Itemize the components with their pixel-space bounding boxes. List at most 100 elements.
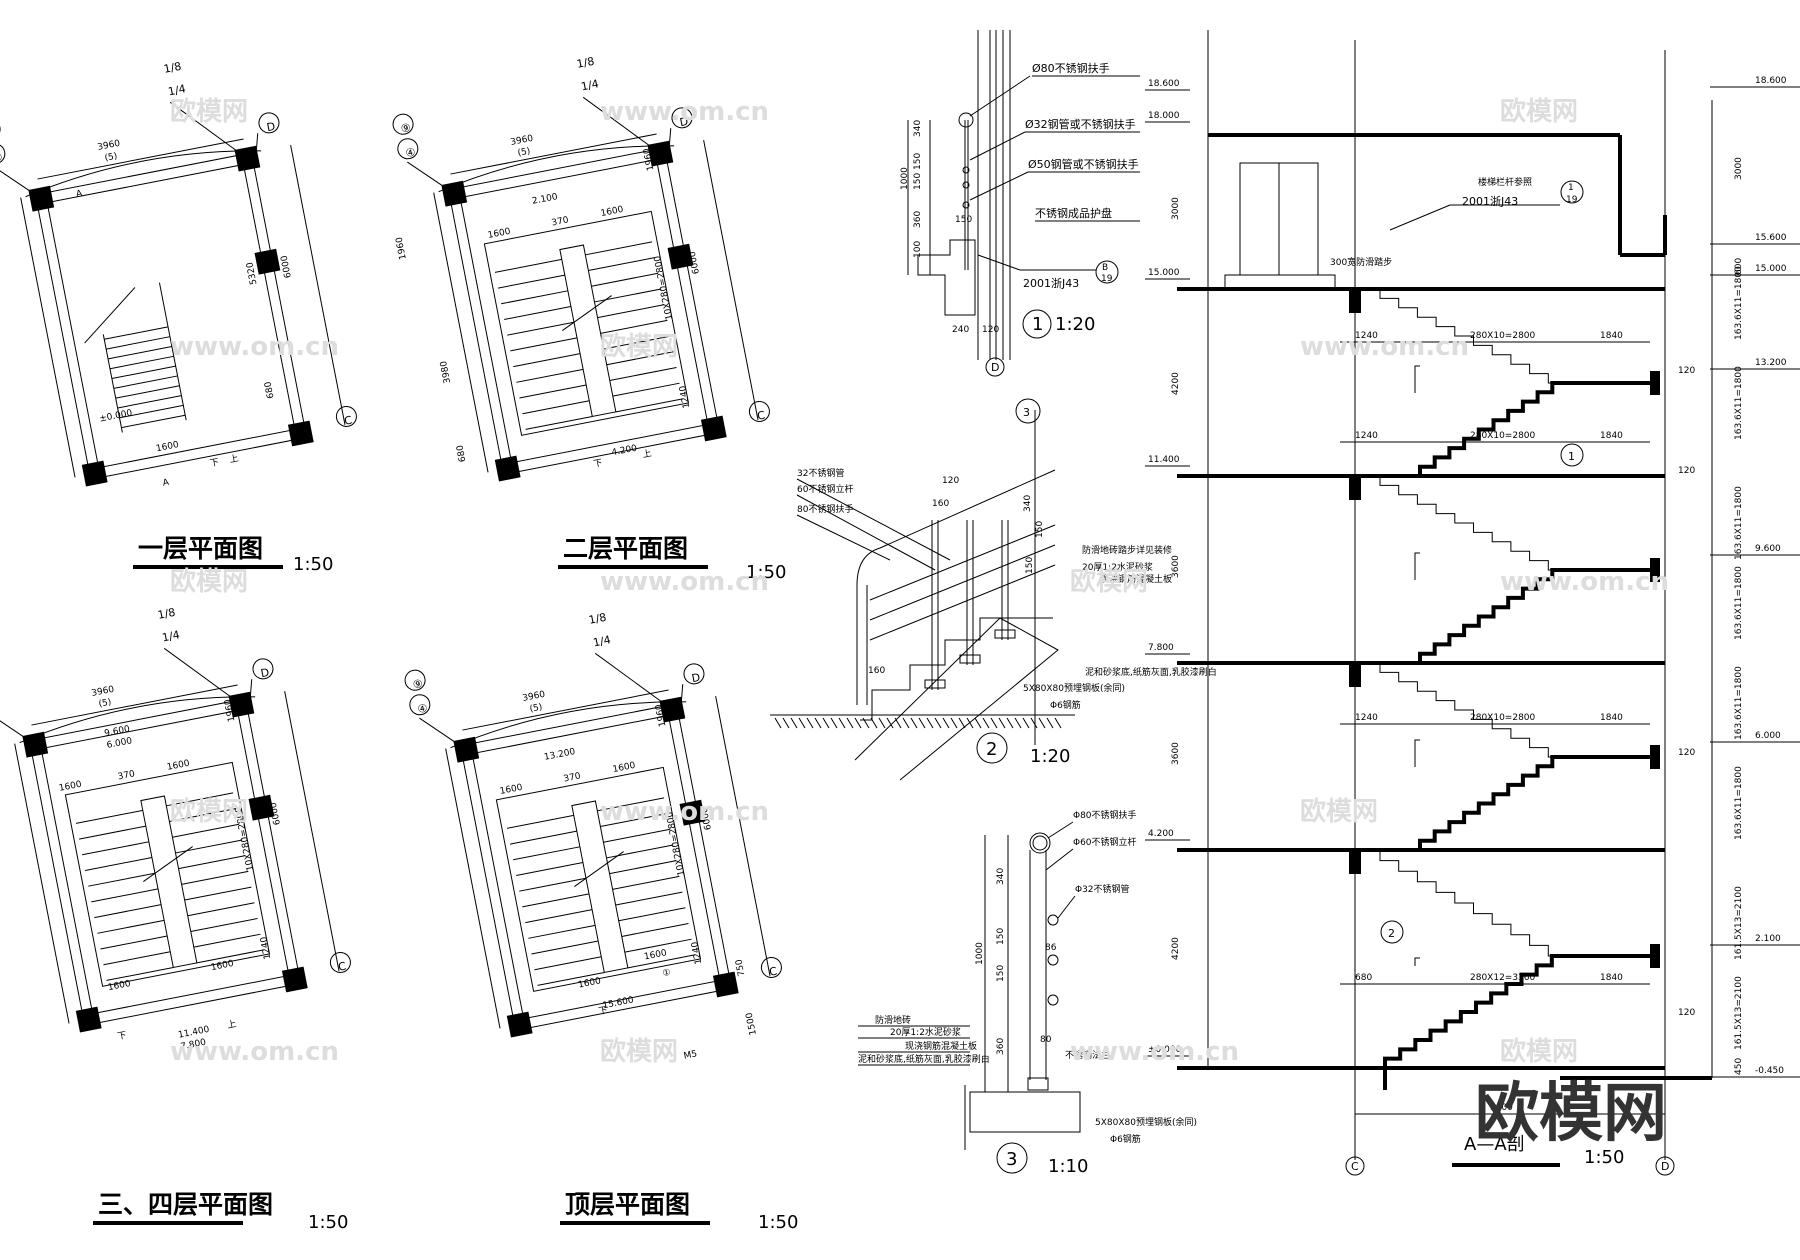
plan-label: 下 [117,1031,128,1043]
dimension: 150 [955,215,972,225]
marker: 1 [1568,450,1575,463]
watermark-text: 欧模网 [1500,96,1578,127]
hatch [830,717,838,729]
line [969,171,1029,201]
line [163,647,242,706]
elevation-label: ±0.000 [1148,1045,1182,1055]
watermark-text: 欧模网 [600,1036,678,1067]
line [869,564,1056,641]
plan-label: 4.200 [611,444,638,459]
dimension-line [37,138,244,180]
plan-label: 370 [563,771,582,784]
plan-label: 1600 [58,780,83,794]
plan-label: ⑨ [400,121,412,136]
plan-label: 1600 [210,959,235,973]
line [796,494,936,571]
callout: Ø32钢管或不锈钢扶手 [1025,117,1136,131]
plan-label: 370 [117,769,136,782]
column [281,966,308,993]
rail-circle [962,201,970,209]
line [1389,204,1451,231]
axis-bubble [335,405,357,427]
stair-tread [612,382,680,397]
column [712,971,739,998]
dimension: 150 [1025,557,1035,574]
stair-tread [531,940,599,955]
watermark-text: www.om.cn [1500,567,1669,597]
hatch [886,717,894,729]
stair-tread [597,797,665,812]
line [680,684,684,703]
stair-tread [166,792,234,807]
beam [1650,745,1660,769]
line [169,101,248,160]
dimension: 161.5X13=2100 [1734,976,1744,1050]
hatch [878,717,886,729]
rail-outline [1414,739,1420,767]
callout: 80不锈钢扶手 [797,503,853,515]
marker-bubble [1380,920,1404,944]
plan-label: ④ [417,701,429,716]
flight-dim-right: 1840 [1600,431,1623,441]
tread-box [1224,274,1336,290]
detail-number-bubble [976,732,1008,764]
curved-facade [25,150,262,198]
dimension: 3000 [1171,197,1181,220]
dimension-line [20,197,76,478]
plan-label: C [756,409,766,423]
stair-tread [78,825,146,840]
stair-tread [184,886,252,901]
stair-outline [64,761,271,987]
plan-label: D [691,671,702,685]
plan-label: 1960 [223,698,237,723]
plan-label: D [679,115,690,129]
plan-label: 1600 [643,948,668,962]
dimension: 3600 [1171,742,1181,765]
hatch [934,717,942,729]
inner-wall [40,709,290,1015]
elevation-label: 2.100 [1755,934,1781,944]
wall-gap-dim: 120 [1678,1008,1695,1018]
plan-label: 3980 [439,360,453,385]
plan-title: 三、四层平面图 [98,1190,273,1219]
elevation-label: 15.000 [1755,264,1787,274]
tread-note: 300宽防滑踏步 [1330,256,1392,268]
plan-label: 1240 [690,940,704,965]
break-line [84,287,136,344]
floor-plan-2: ⑨④1/81/4DC3960(5)1960600010X280=28001240… [392,55,770,482]
stair-outline [495,766,702,992]
column [700,415,727,442]
detail-number-bubble [996,1142,1028,1174]
dimension: 150 [1035,521,1045,538]
stair-tread [513,353,581,368]
handrail [856,469,1056,705]
line [869,524,1056,601]
elevation-label: -0.450 [1755,1066,1784,1076]
flight-dim-left: 1240 [1355,331,1378,341]
hatch [966,717,974,729]
line [249,679,253,698]
rail-circle [962,181,970,189]
plan-label: ④ [0,150,4,165]
stair-tread [113,375,178,389]
floor-plan-1: ⑨④1/81/4DC3960(5)532060006801600±0.000AA… [0,60,357,489]
line [0,166,42,200]
hatch [894,717,902,729]
line [796,478,951,561]
callout: Φ60不锈钢立杆 [1073,836,1137,848]
dimension: 120 [942,476,959,486]
hatch [838,717,846,729]
plan-label: C [343,414,353,428]
stair-tread [615,398,683,413]
plan-label: 1/8 [576,55,596,71]
stair-tread [612,875,680,890]
axis-label: D [1661,1160,1669,1173]
stair-tread [181,870,249,885]
plan-label: 1600 [487,227,512,241]
watermark-text: 欧模网 [170,566,248,597]
column [75,1006,102,1033]
dimension-line [433,192,489,473]
elevation-label: 18.600 [1148,79,1180,89]
elevation-label: 18.000 [1148,111,1180,121]
